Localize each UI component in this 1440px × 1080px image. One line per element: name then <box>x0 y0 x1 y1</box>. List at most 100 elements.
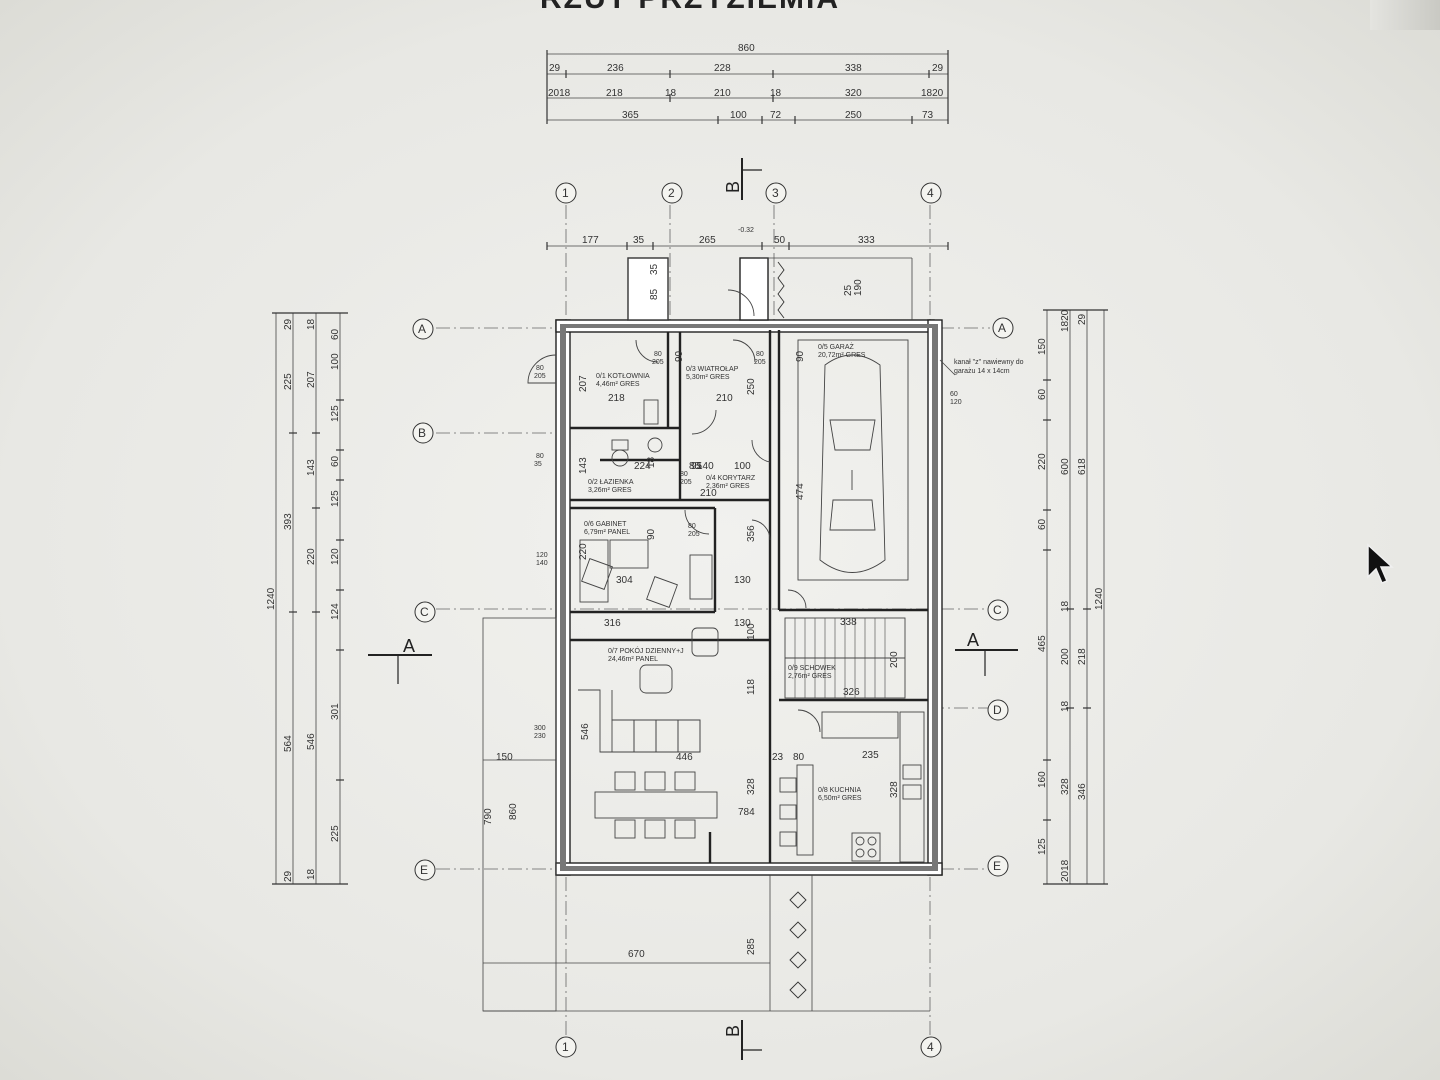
svg-text:-0.32: -0.32 <box>738 227 754 234</box>
room-wiatrolap-area: 5,30m² GRES <box>686 374 730 381</box>
svg-text:618: 618 <box>1077 458 1088 475</box>
svg-text:230: 230 <box>534 733 546 740</box>
svg-text:356: 356 <box>746 525 757 542</box>
svg-text:60: 60 <box>330 455 341 467</box>
room-gabinet-name: 0/6 GABINET <box>584 521 627 528</box>
svg-text:A: A <box>403 636 415 656</box>
svg-text:784: 784 <box>738 807 755 818</box>
room-garaz-area: 20,72m² GRES <box>818 352 866 359</box>
car-symbol <box>797 339 909 581</box>
svg-text:3: 3 <box>772 186 779 200</box>
svg-text:18: 18 <box>1060 700 1071 712</box>
svg-text:130: 130 <box>734 618 751 629</box>
svg-text:4: 4 <box>927 186 934 200</box>
svg-text:85: 85 <box>689 461 701 472</box>
svg-text:23: 23 <box>772 752 784 763</box>
svg-text:320: 320 <box>845 88 862 99</box>
svg-text:220: 220 <box>1037 453 1048 470</box>
svg-text:130: 130 <box>734 575 751 586</box>
monitor-bezel-corner <box>1370 0 1440 30</box>
svg-text:A: A <box>967 630 979 650</box>
svg-text:1240: 1240 <box>266 587 277 610</box>
svg-text:60: 60 <box>330 328 341 340</box>
svg-text:60: 60 <box>1037 388 1048 400</box>
svg-text:100: 100 <box>746 623 757 640</box>
room-korytarz-area: 2,36m² GRES <box>706 483 750 490</box>
svg-text:220: 220 <box>306 548 317 565</box>
room-kotlownia-area: 4,46m² GRES <box>596 381 640 388</box>
svg-text:177: 177 <box>582 235 599 246</box>
room-gabinet-area: 6,79m² PANEL <box>584 529 630 536</box>
svg-text:564: 564 <box>283 735 294 752</box>
svg-text:205: 205 <box>680 479 692 486</box>
svg-text:250: 250 <box>746 378 757 395</box>
svg-text:205: 205 <box>534 373 546 380</box>
svg-text:18: 18 <box>1060 600 1071 612</box>
svg-text:365: 365 <box>622 110 639 121</box>
svg-text:120: 120 <box>536 552 548 559</box>
svg-text:80: 80 <box>680 471 688 478</box>
svg-text:143: 143 <box>306 459 317 476</box>
furniture <box>578 399 925 863</box>
svg-text:546: 546 <box>580 723 591 740</box>
svg-text:224: 224 <box>634 461 651 472</box>
svg-text:190: 190 <box>853 279 864 296</box>
svg-text:2018: 2018 <box>548 88 571 99</box>
svg-text:85: 85 <box>649 288 660 300</box>
svg-text:125: 125 <box>1037 838 1048 855</box>
room-wiatrolap-name: 0/3 WIATROŁAP <box>686 366 739 373</box>
svg-text:228: 228 <box>714 63 731 74</box>
svg-text:125: 125 <box>330 405 341 422</box>
svg-text:29: 29 <box>549 63 561 74</box>
svg-text:338: 338 <box>845 63 862 74</box>
svg-text:207: 207 <box>578 375 589 392</box>
room-kotlownia-name: 0/1 KOTŁOWNIA <box>596 373 650 380</box>
plan-title: RZUT PRZYZIEMIA <box>540 0 840 15</box>
svg-text:250: 250 <box>845 110 862 121</box>
note-text: kanał "z" nawiewny do garażu 14 x 14cm <box>954 359 1024 375</box>
svg-text:236: 236 <box>607 63 624 74</box>
svg-text:860: 860 <box>508 803 519 820</box>
svg-text:D: D <box>993 703 1002 717</box>
svg-text:225: 225 <box>330 825 341 842</box>
svg-text:80: 80 <box>536 365 544 372</box>
section-marker-a-left: A <box>368 636 432 684</box>
ventilation-note: kanał "z" nawiewny do garażu 14 x 14cm <box>939 359 1024 376</box>
exterior-walls <box>555 257 943 876</box>
svg-text:120: 120 <box>950 399 962 406</box>
section-marker-b-bottom: B <box>723 1020 762 1060</box>
svg-text:670: 670 <box>628 949 645 960</box>
svg-text:474: 474 <box>795 483 806 500</box>
room-pokoj-name: 0/7 POKÓJ DZIENNY+J <box>608 646 684 655</box>
svg-text:C: C <box>993 603 1002 617</box>
svg-text:50: 50 <box>774 235 786 246</box>
svg-text:B: B <box>723 1025 743 1037</box>
svg-text:29: 29 <box>1077 313 1088 325</box>
svg-text:1240: 1240 <box>1094 587 1105 610</box>
svg-text:60: 60 <box>950 391 958 398</box>
svg-text:A: A <box>998 321 1006 335</box>
room-schowek-name: 0/9 SCHOWEK <box>788 665 836 672</box>
svg-text:150: 150 <box>496 752 513 763</box>
svg-text:18: 18 <box>306 868 317 880</box>
svg-text:465: 465 <box>1037 635 1048 652</box>
svg-text:29: 29 <box>283 318 294 330</box>
room-pokoj-area: 24,46m² PANEL <box>608 656 658 663</box>
svg-text:120: 120 <box>330 548 341 565</box>
svg-text:18: 18 <box>665 88 677 99</box>
svg-text:B: B <box>723 181 743 193</box>
svg-text:285: 285 <box>746 938 757 955</box>
svg-text:25: 25 <box>843 284 854 296</box>
room-korytarz-name: 0/4 KORYTARZ <box>706 475 756 482</box>
svg-text:205: 205 <box>652 359 664 366</box>
plant-hedge <box>777 261 807 999</box>
svg-text:235: 235 <box>862 750 879 761</box>
svg-text:210: 210 <box>716 393 733 404</box>
svg-text:E: E <box>993 859 1001 873</box>
svg-text:225: 225 <box>283 373 294 390</box>
svg-text:100: 100 <box>330 353 341 370</box>
misc-dimensions: 80 205 80 205 80 205 80 205 80 205 90 90… <box>483 263 962 960</box>
svg-text:207: 207 <box>306 371 317 388</box>
svg-text:446: 446 <box>676 752 693 763</box>
